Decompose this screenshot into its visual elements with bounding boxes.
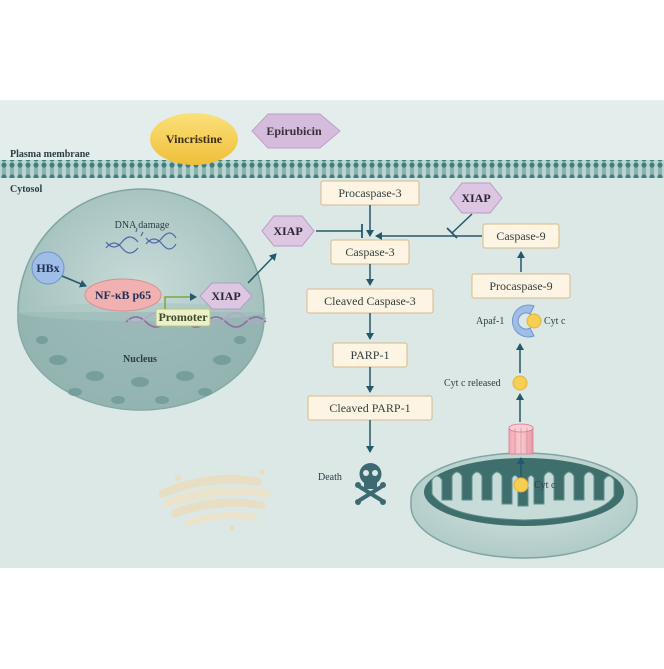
- nuclear-pores: [36, 336, 246, 404]
- hbx-node: [31, 251, 65, 285]
- cytc-released-label: Cyt c released: [444, 378, 501, 389]
- plasma-membrane: [0, 160, 664, 178]
- cytc-complex-dot: [526, 313, 542, 329]
- dna-damage-label: DNA damage: [115, 220, 170, 231]
- caspase3-label: Caspase-3: [345, 245, 394, 259]
- epirubicin-drug: [251, 113, 341, 149]
- cleaved-caspase3-label: Cleaved Caspase-3: [324, 294, 416, 308]
- cytc-mito-dot: [513, 477, 529, 493]
- nfkb-p65-node: [84, 278, 162, 312]
- xiap-right-label: XIAP: [461, 191, 490, 205]
- mitochondrial-pore-channel: [508, 423, 534, 455]
- cytc-released-dot: [512, 375, 528, 391]
- procaspase3-label: Procaspase-3: [338, 186, 401, 200]
- parp1-label: PARP-1: [351, 348, 390, 362]
- hbx-to-nfkb-arrow: [61, 275, 87, 288]
- transcription-arrow: [164, 293, 197, 309]
- procaspase9-box: [471, 273, 571, 299]
- xiap-left-node: [261, 215, 315, 247]
- caspase9-label: Caspase-9: [496, 229, 545, 243]
- hbx-label: HBx: [36, 261, 59, 275]
- nfkb-p65-label: NF-κB p65: [95, 288, 151, 302]
- nucleus: Nucleus: [17, 188, 265, 411]
- vincristine-label: Vincristine: [166, 132, 223, 146]
- epirubicin-label: Epirubicin: [266, 124, 322, 138]
- xiap-right-node: [449, 182, 503, 214]
- plasma-membrane-label: Plasma membrane: [10, 149, 90, 160]
- xiap-left-label: XIAP: [273, 224, 302, 238]
- caspase9-box: [482, 223, 560, 249]
- apaf1-shape: [512, 304, 535, 338]
- mitochondrion: [410, 452, 638, 559]
- golgi-apparatus: [158, 469, 271, 531]
- promoter-label: Promoter: [158, 310, 208, 324]
- cytosol-label: Cytosol: [10, 184, 42, 195]
- xiap-right-inhibition: [451, 213, 473, 234]
- xiap-nuclear-node: [199, 282, 253, 310]
- death-label: Death: [318, 472, 342, 483]
- cytc-mito-label: Cyt c: [534, 480, 556, 491]
- skull-icon: [355, 463, 386, 505]
- xiap-export-arrow: [247, 253, 277, 284]
- apaf1-label: Apaf-1: [476, 316, 504, 327]
- xiap-nuclear-label: XIAP: [211, 289, 240, 303]
- damaged-dna-icon: [105, 227, 177, 254]
- procaspase9-label: Procaspase-9: [489, 279, 552, 293]
- cleaved-parp1-label: Cleaved PARP-1: [329, 401, 410, 415]
- cytc-complex-label: Cyt c: [544, 316, 566, 327]
- vincristine-drug: [150, 113, 238, 165]
- nucleus-label: Nucleus: [123, 354, 157, 365]
- promoter-box: [155, 308, 211, 327]
